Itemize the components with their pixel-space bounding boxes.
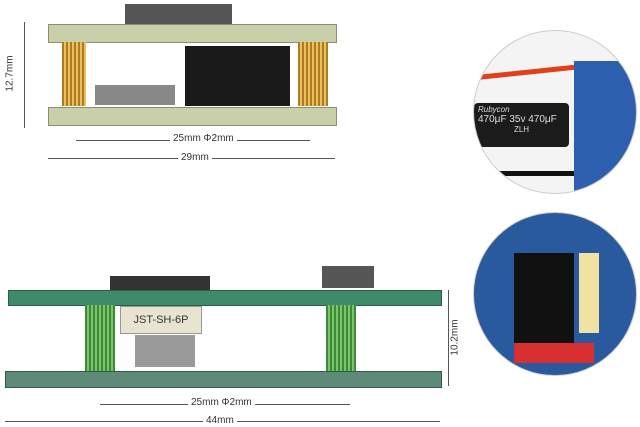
height-label: 12.7mm: [4, 55, 16, 92]
component: [135, 335, 195, 367]
standoff: [326, 305, 356, 371]
top-pcb: [48, 24, 337, 43]
pin-header-detail-photo: [473, 212, 637, 376]
jst-connector: JST-SH-6P: [120, 306, 202, 334]
component: [110, 276, 210, 290]
width-label: 29mm: [178, 152, 212, 163]
capacitor-marking: 470μF 35v 470μF: [478, 114, 557, 125]
height-dimension-line: [24, 22, 25, 128]
height-dimension-line: [448, 290, 449, 386]
pin-header-red: [514, 343, 594, 363]
component: [95, 85, 175, 105]
top-pcb: [8, 290, 442, 306]
capacitor-detail-photo: Rubycon 470μF 35v 470μF ZLH: [473, 30, 637, 194]
jumper-blocks: [514, 253, 574, 343]
standoff-label: 25mm Φ2mm: [188, 397, 255, 408]
bottom-pcb: [5, 371, 442, 388]
height-label: 10.2mm: [449, 319, 461, 356]
capacitor-brand: Rubycon: [478, 105, 510, 114]
standoff: [85, 305, 115, 371]
brass-standoff: [62, 42, 86, 106]
pin-header-yellow: [579, 253, 599, 333]
width-label: 44mm: [203, 415, 237, 426]
standoff-label: 25mm Φ2mm: [170, 133, 237, 144]
pin-header: [185, 46, 290, 106]
bottom-pcb: [48, 107, 337, 126]
brass-standoff: [298, 42, 328, 106]
capacitor: Rubycon 470μF 35v 470μF ZLH: [474, 103, 569, 147]
usb-connector: [322, 266, 374, 288]
black-wire: [474, 171, 604, 176]
connector: [125, 4, 232, 24]
capacitor-series: ZLH: [513, 125, 530, 134]
pcb: [574, 61, 636, 191]
